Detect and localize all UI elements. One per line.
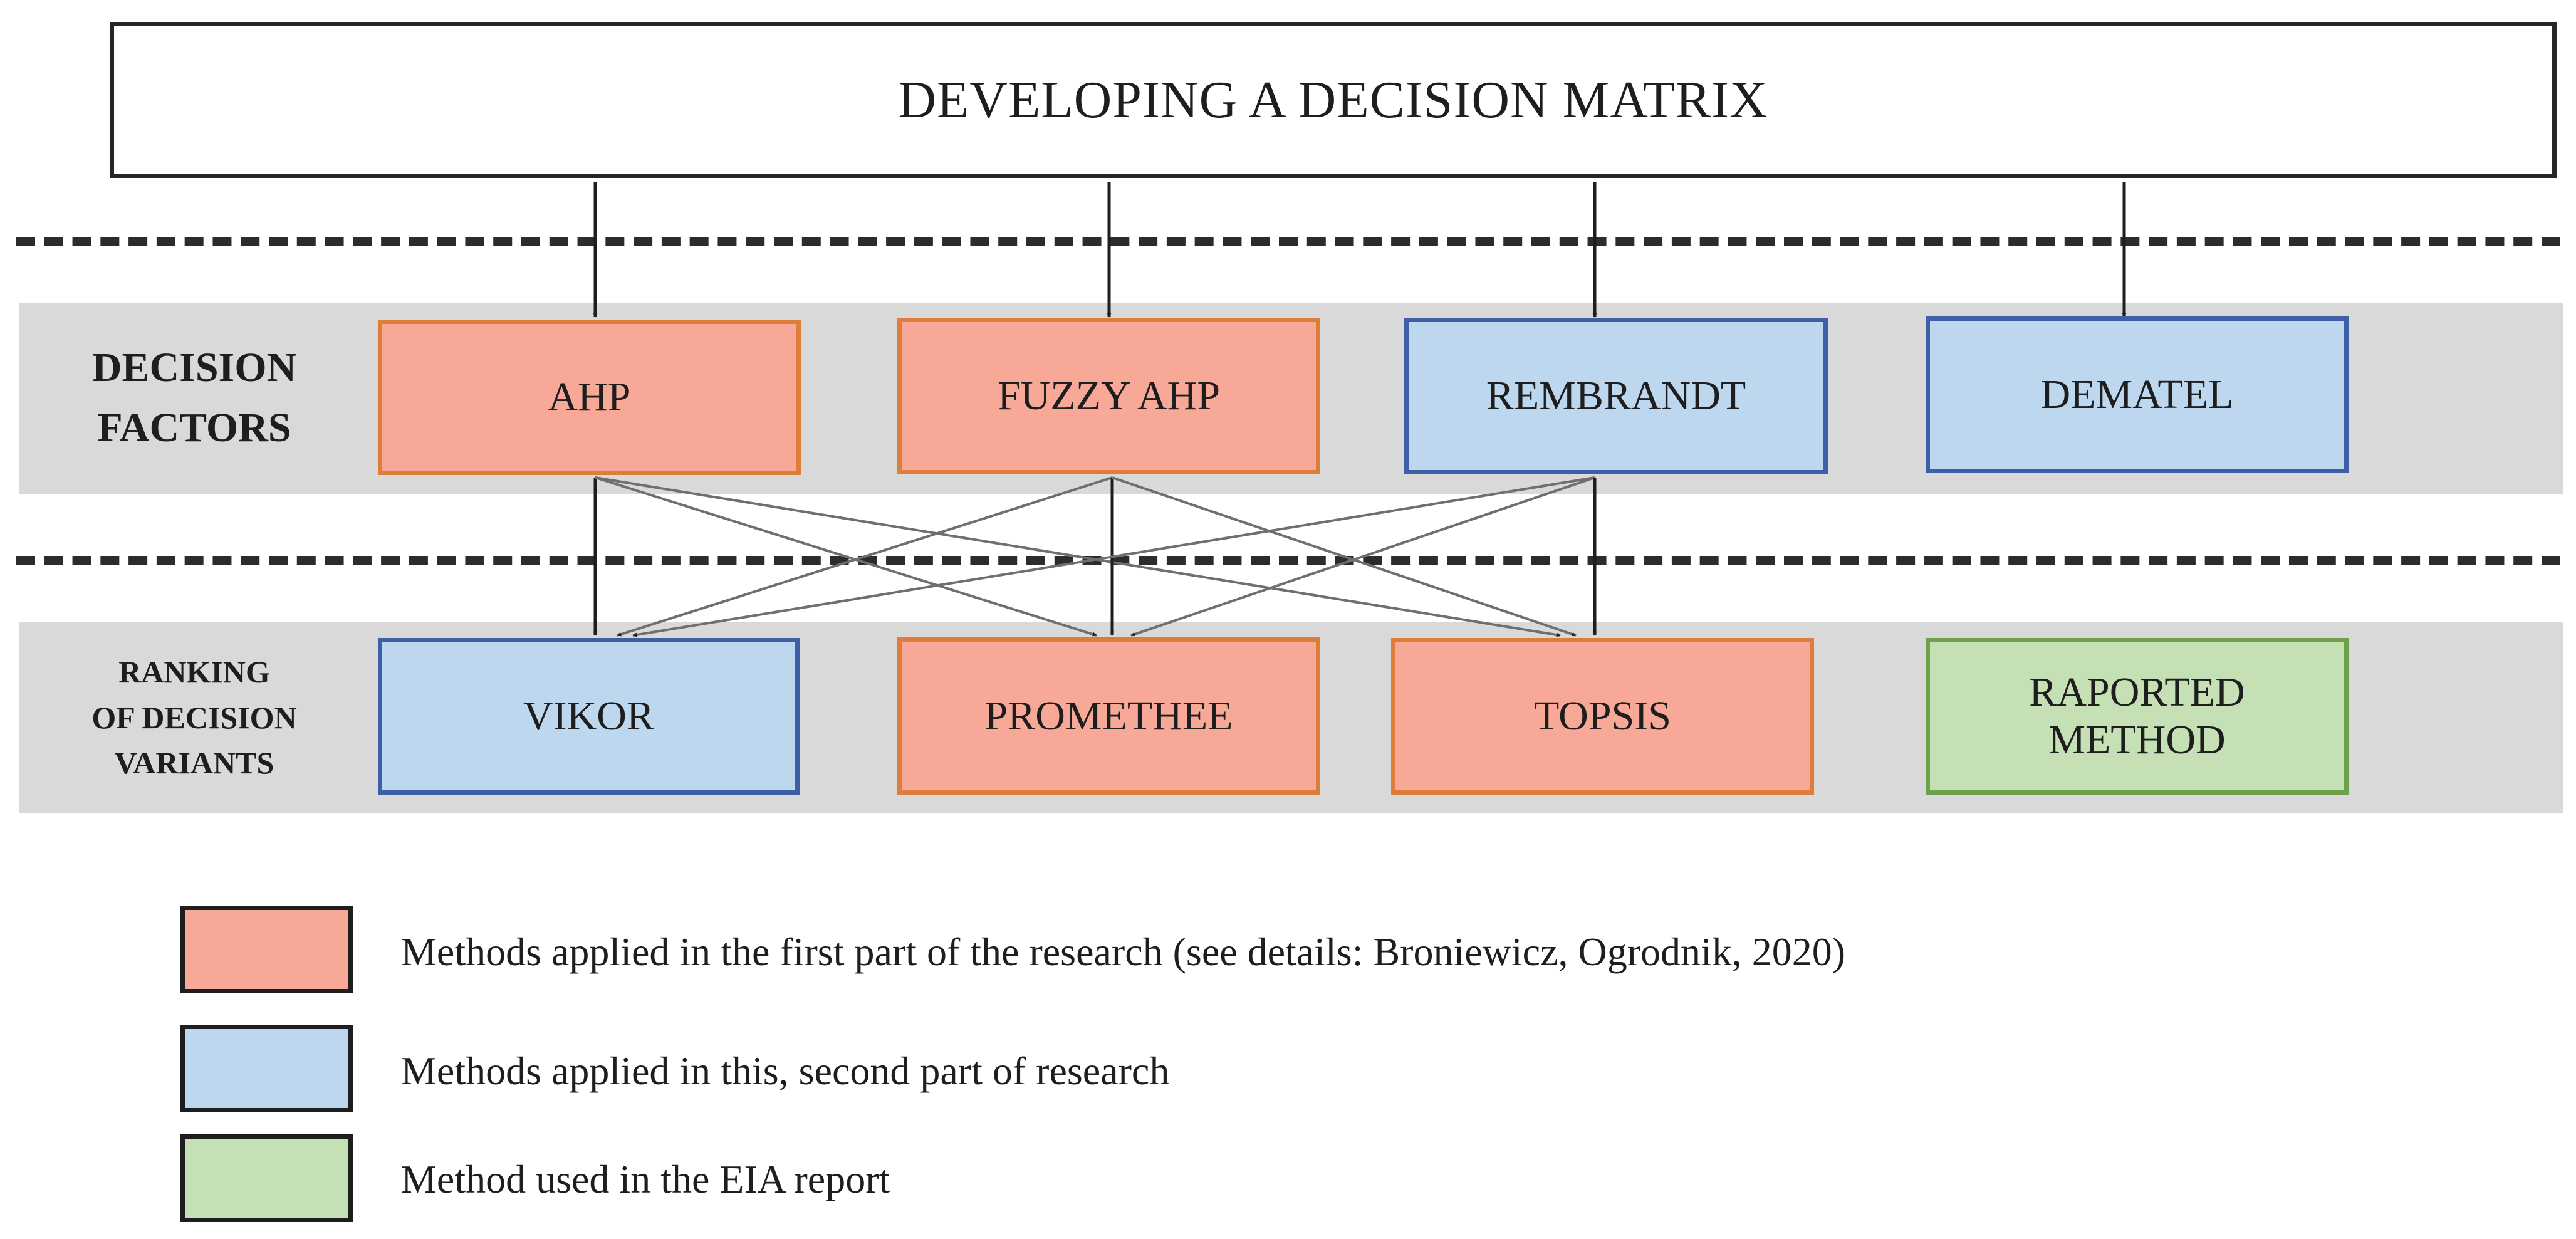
node-label: VIKOR: [523, 693, 654, 740]
legend-text-second-part: Methods applied in this, second part of …: [401, 1048, 1170, 1093]
arrow-ahp-to-promethee: [595, 476, 1097, 637]
row-label-line: DECISION: [91, 345, 297, 391]
legend-swatch-second-part: [180, 1025, 353, 1112]
arrow-fuzzy-ahp-to-topsis: [1112, 476, 1577, 637]
dashed-separator-middle: [16, 556, 2560, 565]
node-label: TOPSIS: [1534, 693, 1671, 740]
legend-text-eia-report: Method used in the EIA report: [401, 1157, 890, 1201]
node-ahp: AHP: [378, 320, 801, 475]
node-raported-method: RAPORTED METHOD: [1926, 638, 2349, 795]
row-label-line: OF DECISION: [91, 699, 297, 735]
node-label: PROMETHEE: [984, 693, 1233, 739]
row-label-line: FACTORS: [97, 405, 291, 451]
row-label-line: VARIANTS: [114, 745, 274, 781]
arrow-rembrandt-to-promethee: [1130, 476, 1595, 637]
diagram-title: DEVELOPING A DECISION MATRIX: [898, 71, 1768, 129]
node-fuzzy-ahp: FUZZY AHP: [897, 318, 1320, 474]
node-label: DEMATEL: [2040, 372, 2234, 418]
arrow-ahp-to-topsis: [595, 476, 1561, 637]
ranking-row-label: RANKING OF DECISION VARIANTS: [25, 633, 363, 802]
node-label: RAPORTED METHOD: [2029, 669, 2245, 763]
arrow-rembrandt-to-vikor: [632, 476, 1595, 637]
row-label-line: RANKING: [118, 654, 270, 690]
node-label: REMBRANDT: [1486, 373, 1746, 419]
decision-matrix-box: DEVELOPING A DECISION MATRIX: [110, 22, 2557, 178]
node-dematel: DEMATEL: [1926, 316, 2349, 473]
arrow-fuzzy-ahp-to-vikor: [617, 476, 1113, 637]
legend-text-first-part: Methods applied in the first part of the…: [401, 929, 1846, 974]
node-promethee: PROMETHEE: [897, 637, 1320, 795]
node-label: AHP: [548, 374, 631, 421]
node-topsis: TOPSIS: [1391, 638, 1814, 795]
decision-factors-row-label: DECISION FACTORS: [25, 326, 363, 470]
dashed-separator-top: [16, 237, 2560, 246]
legend-swatch-first-part: [180, 906, 353, 993]
node-rembrandt: REMBRANDT: [1404, 318, 1828, 474]
node-vikor: VIKOR: [378, 638, 800, 795]
node-label: FUZZY AHP: [997, 373, 1221, 419]
legend-swatch-eia-report: [180, 1134, 353, 1222]
